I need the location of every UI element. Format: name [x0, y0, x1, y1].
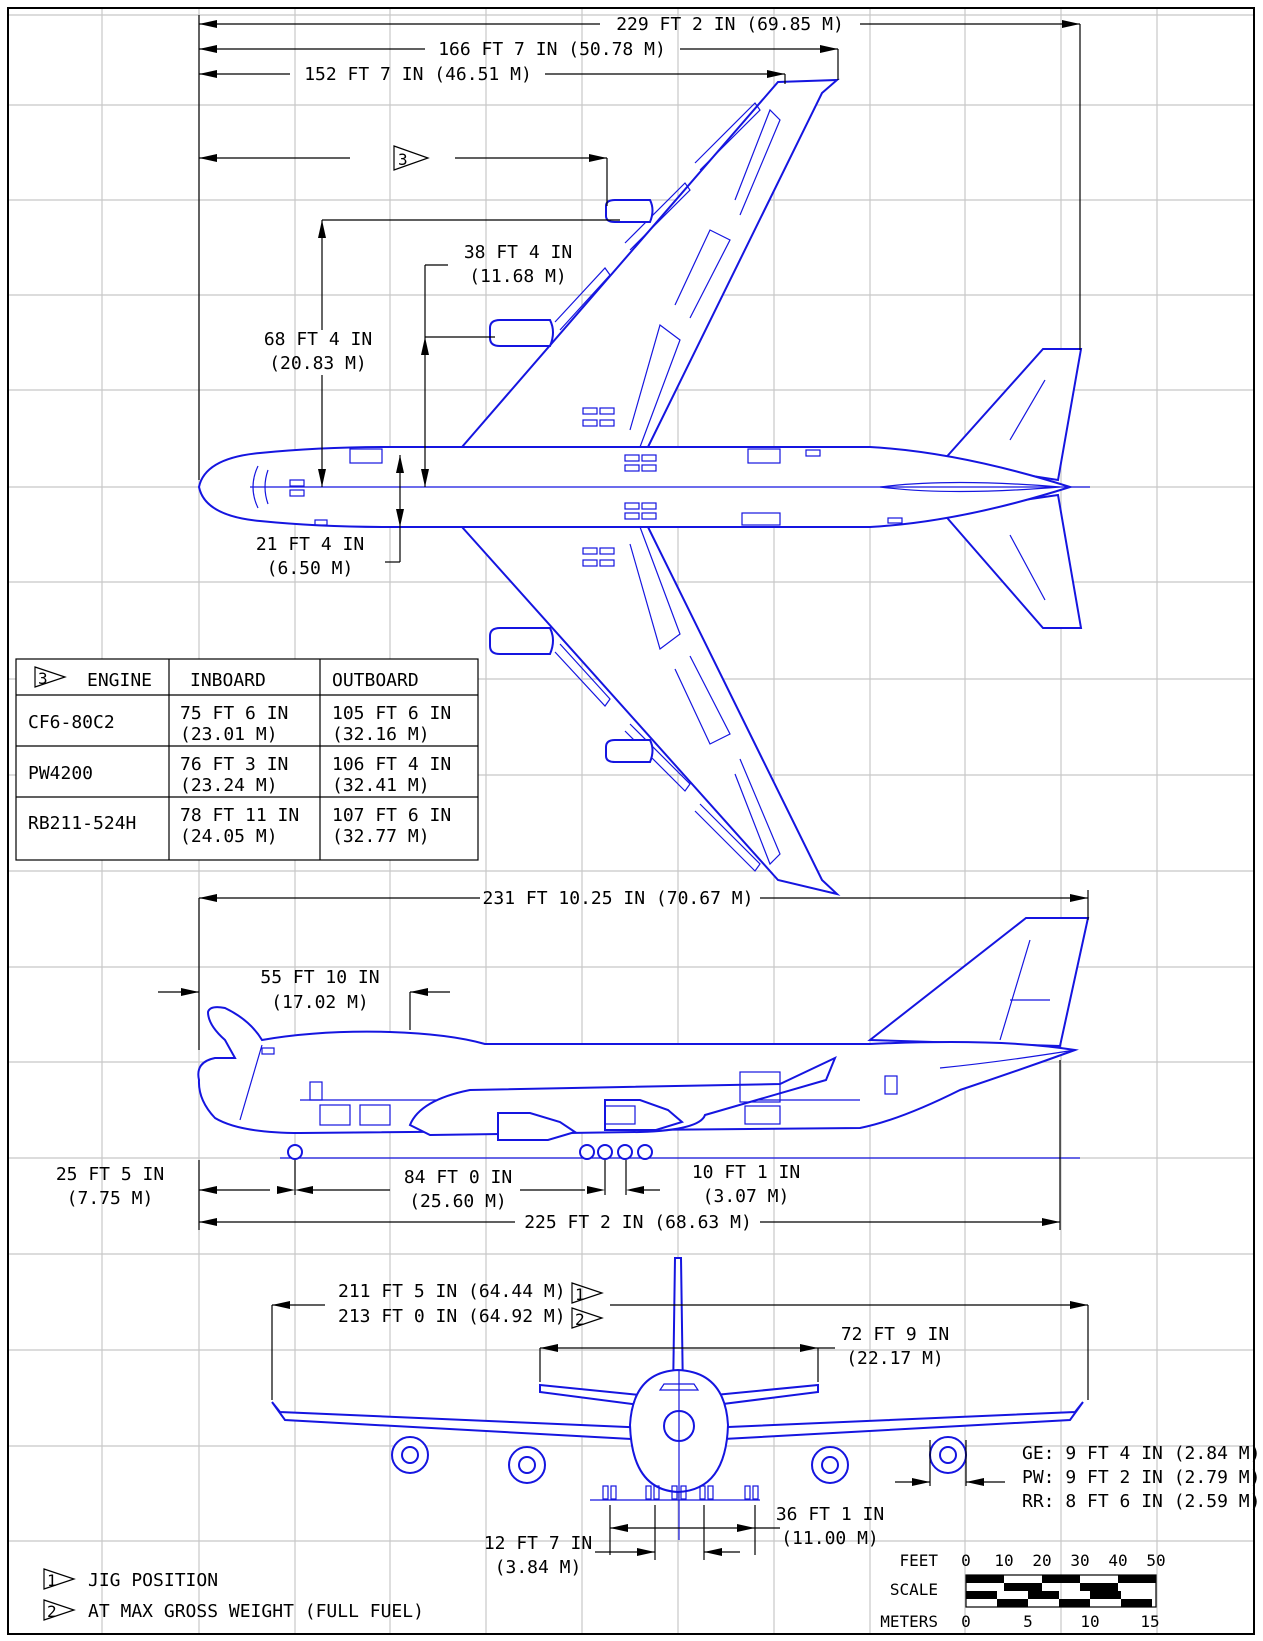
row-engine: CF6-80C2 [28, 712, 115, 733]
svg-text:40: 40 [1108, 1551, 1127, 1570]
span-jig-marker: 1 [575, 1285, 585, 1304]
tail-span-label: 72 FT 9 IN [841, 1324, 949, 1345]
side-engine-inboard [497, 1112, 578, 1141]
fuselage-width-metric: (6.50 M) [267, 558, 354, 579]
row-inboard-m: (23.24 M) [180, 775, 278, 796]
front-view: 211 FT 5 IN (64.44 M) 1 213 FT 0 IN (64.… [271, 1257, 1260, 1578]
row-outboard-ft: 107 FT 6 IN [332, 805, 451, 826]
side-doors [261, 1047, 898, 1126]
row-inboard-ft: 75 FT 6 IN [180, 703, 288, 724]
front-dimension-lines [271, 1304, 1089, 1560]
nose-track-metric: (3.84 M) [495, 1557, 582, 1578]
lower-wing-flaps [554, 526, 781, 872]
engine-note-callout: 3 [393, 145, 430, 171]
row-inboard-ft: 78 FT 11 IN [180, 805, 299, 826]
notes: 1 JIG POSITION 2 AT MAX GROSS WEIGHT (FU… [43, 1568, 424, 1622]
header-inboard: INBOARD [190, 670, 266, 691]
wing-root-b-label: 68 FT 4 IN [264, 329, 372, 350]
plan-view: 229 FT 2 IN (69.85 M) 166 FT 7 IN (50.78… [197, 14, 1090, 896]
span-jig-label: 211 FT 5 IN (64.44 M) [338, 1281, 566, 1302]
note-text: JIG POSITION [88, 1570, 218, 1591]
side-arrowheads [181, 894, 1088, 1226]
row-outboard-m: (32.16 M) [332, 724, 430, 745]
row-inboard-m: (24.05 M) [180, 826, 278, 847]
row-inboard-m: (23.01 M) [180, 724, 278, 745]
scale-bar: FEET 0 10 20 30 40 50 SCALE METERS 0 5 1… [880, 1551, 1165, 1631]
svg-text:10: 10 [994, 1551, 1013, 1570]
overall-length-label: 231 FT 10.25 IN (70.67 M) [483, 888, 754, 909]
row-outboard-m: (32.77 M) [332, 826, 430, 847]
note-marker: 1 [47, 1571, 57, 1590]
note-marker: 2 [47, 1602, 57, 1621]
table-note-marker: 3 [38, 669, 48, 688]
upper-deck-metric: (17.02 M) [271, 992, 369, 1013]
row-outboard-ft: 106 FT 4 IN [332, 754, 451, 775]
side-gear [287, 1144, 653, 1160]
front-engines [391, 1436, 967, 1484]
nose-gear-label: 25 FT 5 IN [56, 1164, 164, 1185]
scale-meters-label: METERS [880, 1612, 938, 1631]
engine-rr-label: RR: 8 FT 6 IN (2.59 M) [1022, 1491, 1260, 1512]
svg-text:10: 10 [1080, 1612, 1099, 1631]
svg-text:20: 20 [1032, 1551, 1051, 1570]
span-mgw-marker: 2 [575, 1310, 585, 1329]
upper-wing [459, 78, 840, 448]
fuselage-length-label: 225 FT 2 IN (68.63 M) [524, 1212, 752, 1233]
header-outboard: OUTBOARD [332, 670, 419, 691]
nose-track-label: 12 FT 7 IN [484, 1533, 592, 1554]
vertical-tail [867, 917, 1090, 1048]
span-mid-label: 166 FT 7 IN (50.78 M) [438, 39, 666, 60]
svg-text:0: 0 [961, 1612, 971, 1631]
span-short-label: 152 FT 7 IN (46.51 M) [304, 64, 532, 85]
svg-text:30: 30 [1070, 1551, 1089, 1570]
front-arrowheads [272, 1301, 1088, 1556]
engine-table: 3 ENGINE INBOARD OUTBOARD CF6-80C2 75 FT… [15, 658, 479, 861]
scale-label: SCALE [890, 1580, 938, 1599]
row-engine: PW4200 [28, 763, 93, 784]
wheelbase-metric: (25.60 M) [409, 1191, 507, 1212]
svg-text:3: 3 [398, 150, 408, 169]
wing-root-b-metric: (20.83 M) [269, 353, 367, 374]
bogie-label: 10 FT 1 IN [692, 1162, 800, 1183]
sheet-border [7, 7, 1255, 1635]
row-inboard-ft: 76 FT 3 IN [180, 754, 288, 775]
row-outboard-m: (32.41 M) [332, 775, 430, 796]
upper-wing-flaps [554, 102, 781, 448]
overall-span-label: 229 FT 2 IN (69.85 M) [616, 14, 844, 35]
wing-root-a-label: 38 FT 4 IN [464, 242, 572, 263]
tail-span-metric: (22.17 M) [846, 1348, 944, 1369]
svg-text:0: 0 [961, 1551, 971, 1570]
row-outboard-ft: 105 FT 6 IN [332, 703, 451, 724]
fuselage-width-label: 21 FT 4 IN [256, 534, 364, 555]
track-label: 36 FT 1 IN [776, 1504, 884, 1525]
upper-deck-label: 55 FT 10 IN [260, 967, 379, 988]
wing-root-a-metric: (11.68 M) [469, 266, 567, 287]
side-view: 231 FT 10.25 IN (70.67 M) 55 FT 10 IN (1… [56, 888, 1090, 1233]
svg-text:15: 15 [1140, 1612, 1159, 1631]
side-engine-outboard [604, 1099, 685, 1131]
note-text: AT MAX GROSS WEIGHT (FULL FUEL) [88, 1601, 424, 1622]
side-dimension-lines [158, 890, 1089, 1230]
span-mgw-label: 213 FT 0 IN (64.92 M) [338, 1306, 566, 1327]
header-engine: ENGINE [87, 670, 152, 691]
bogie-metric: (3.07 M) [703, 1186, 790, 1207]
front-gear [602, 1485, 759, 1500]
plan-engines [489, 199, 654, 763]
wheelbase-label: 84 FT 0 IN [404, 1167, 512, 1188]
plan-arrowheads [199, 20, 1080, 527]
engine-ge-label: GE: 9 FT 4 IN (2.84 M) [1022, 1443, 1260, 1464]
plan-doors [289, 407, 903, 567]
row-engine: RB211-524H [28, 813, 136, 834]
svg-text:50: 50 [1146, 1551, 1165, 1570]
svg-text:5: 5 [1023, 1612, 1033, 1631]
nose-gear-metric: (7.75 M) [67, 1188, 154, 1209]
track-metric: (11.00 M) [781, 1528, 879, 1549]
plan-dimension-lines [198, 15, 1081, 563]
scale-feet-label: FEET [899, 1551, 938, 1570]
engine-pw-label: PW: 9 FT 2 IN (2.79 M) [1022, 1467, 1260, 1488]
